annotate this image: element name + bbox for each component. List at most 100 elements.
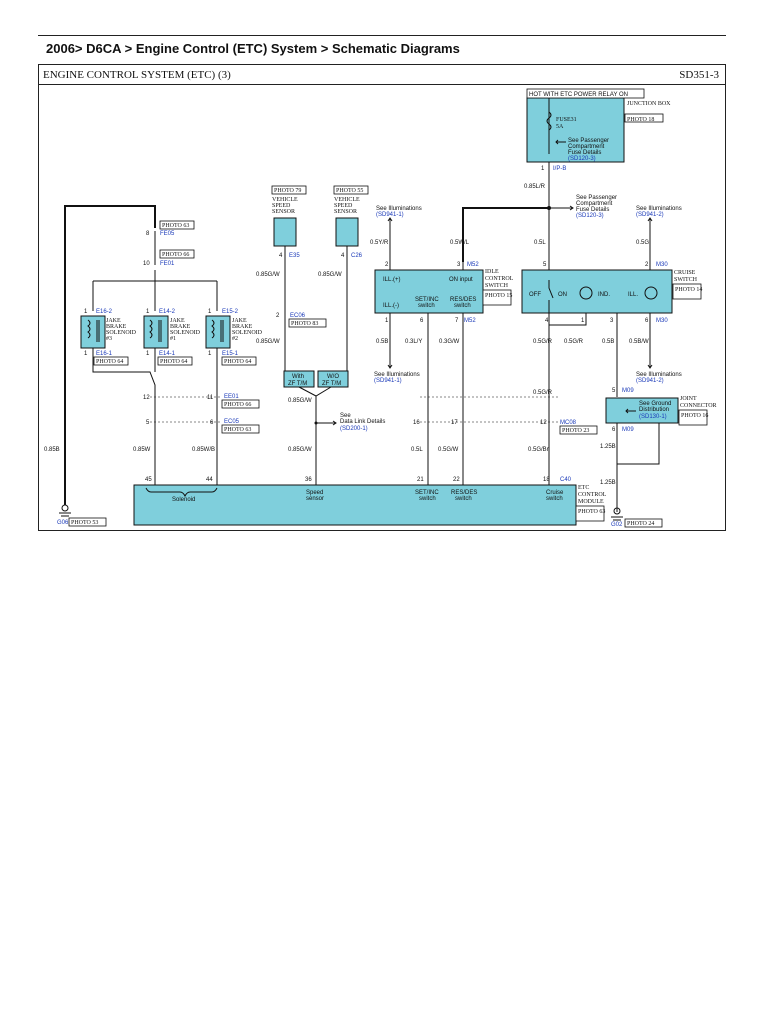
pin-label: 6 bbox=[420, 318, 424, 324]
vehicle-speed-sensor-2 bbox=[335, 217, 359, 247]
pin-label: 12 bbox=[540, 420, 547, 426]
pin-label: 4 bbox=[545, 318, 549, 324]
pin-label: 17 bbox=[451, 420, 458, 426]
conn-g06: G06 bbox=[57, 520, 69, 526]
photo-15: PHOTO 15 bbox=[485, 293, 512, 299]
pass-see-3: Fuse Details bbox=[576, 207, 609, 213]
distribution: Distribution bbox=[639, 407, 669, 413]
vss2-label-3: SENSOR bbox=[334, 209, 357, 215]
etc-control-module bbox=[133, 484, 577, 526]
idle-label-3: SWITCH bbox=[485, 283, 509, 289]
wire-05wl: 0.5W/L bbox=[450, 240, 470, 246]
vss2-label-2: SPEED bbox=[334, 203, 353, 209]
pin-label: 2 bbox=[645, 262, 649, 268]
breadcrumb[interactable]: 2006> D6CA > Engine Control (ETC) System… bbox=[46, 41, 460, 56]
wire-085gw-3: 0.85G/W bbox=[256, 339, 280, 345]
photo-79: PHOTO 79 bbox=[274, 188, 301, 194]
pin-label: 6 bbox=[210, 420, 214, 426]
hot-label: HOT WITH ETC POWER RELAY ON bbox=[529, 92, 628, 98]
with-zf-label: With bbox=[292, 374, 304, 380]
zf-tm-label-1: ZF T/M bbox=[288, 381, 307, 387]
pin-label: 3 bbox=[457, 262, 461, 268]
idle-label-1: IDLE bbox=[485, 269, 499, 275]
ground-ref: (SD130-1) bbox=[639, 414, 667, 420]
vss2-label-1: VEHICLE bbox=[334, 197, 360, 203]
module-switch-1: switch bbox=[419, 496, 436, 502]
set-inc-label: SET/INC bbox=[415, 297, 439, 303]
wire-085w: 0.85W bbox=[133, 447, 151, 453]
ground-g06 bbox=[59, 512, 71, 517]
illum-ref-4: (SD941-2) bbox=[636, 378, 664, 384]
conn-e16-1: E16-1 bbox=[96, 351, 113, 357]
idle-label-2: CONTROL bbox=[485, 276, 514, 282]
conn-i-p-b: I/P-B bbox=[553, 166, 566, 172]
joint-label-1: JOINT bbox=[680, 396, 697, 402]
conn-m09-top: M09 bbox=[622, 388, 634, 394]
pin-label: 36 bbox=[305, 477, 312, 483]
photo-24: PHOTO 24 bbox=[627, 521, 654, 527]
conn-c40: C40 bbox=[560, 477, 572, 483]
pin-label: 1 bbox=[146, 309, 150, 315]
wire-05gbr: 0.5G/Br bbox=[528, 447, 549, 453]
wire-05b: 0.5B bbox=[376, 339, 388, 345]
photo-66: PHOTO 66 bbox=[162, 252, 189, 258]
vehicle-speed-sensor-1 bbox=[273, 217, 297, 247]
pin-label: 2 bbox=[276, 313, 280, 319]
pin-label: 45 bbox=[145, 477, 152, 483]
ill-minus: ILL.(-) bbox=[383, 303, 399, 309]
wo-zf-label: W/O bbox=[327, 374, 339, 380]
pin-label: 10 bbox=[143, 261, 150, 267]
diagram-code: SD351-3 bbox=[679, 69, 719, 81]
wire-05gr-3: 0.5G/R bbox=[533, 390, 553, 396]
solenoid-2: SOLENOID bbox=[232, 330, 263, 336]
fuse-amp: 5A bbox=[556, 124, 564, 130]
conn-e14-2: E14-2 bbox=[159, 309, 176, 315]
diagram-title: ENGINE CONTROL SYSTEM (ETC) (3) bbox=[43, 69, 231, 81]
photo-16: PHOTO 16 bbox=[681, 413, 708, 419]
see-illum-2: See Illuminations bbox=[636, 206, 682, 212]
speed-label: Speed bbox=[306, 490, 323, 496]
wire-05l-2: 0.5L bbox=[411, 447, 423, 453]
pin-label: 4 bbox=[341, 253, 345, 259]
jake-1: JAKE bbox=[170, 318, 185, 324]
wire-085wb: 0.85W/B bbox=[192, 447, 215, 453]
pin-label: 2 bbox=[385, 262, 389, 268]
photo-64-b: PHOTO 64 bbox=[160, 359, 187, 365]
jake-brake-solenoid-1 bbox=[143, 315, 169, 349]
photo-14: PHOTO 14 bbox=[675, 287, 702, 293]
on-label: ON bbox=[558, 292, 567, 298]
res-des-label: RES/DES bbox=[450, 297, 476, 303]
photo-64-c: PHOTO 64 bbox=[224, 359, 251, 365]
ill-label: ILL. bbox=[628, 292, 638, 298]
etc-label-3: MODULE bbox=[578, 499, 604, 505]
pin-label: 1 bbox=[208, 351, 212, 357]
pin-label: 3 bbox=[610, 318, 614, 324]
ill-plus: ILL.(+) bbox=[383, 277, 401, 283]
pin-label: 5 bbox=[543, 262, 547, 268]
wire-085gw-2: 0.85G/W bbox=[318, 272, 342, 278]
fuse-symbol bbox=[546, 111, 552, 131]
conn-e35: E35 bbox=[289, 253, 300, 259]
photo-23: PHOTO 23 bbox=[562, 428, 589, 434]
pin-label: 44 bbox=[206, 477, 213, 483]
cruise-switch bbox=[521, 269, 673, 314]
etc-label-2: CONTROL bbox=[578, 492, 607, 498]
pin-label: 5 bbox=[612, 388, 616, 394]
wire-03ly: 0.3L/Y bbox=[405, 339, 422, 345]
pin-label: 7 bbox=[455, 318, 459, 324]
conn-m52-bottom: M52 bbox=[464, 318, 476, 324]
pin-label: 6 bbox=[645, 318, 649, 324]
conn-fe01: FE01 bbox=[160, 261, 175, 267]
jake-brake-solenoid-2 bbox=[205, 315, 231, 349]
pin-label: 1 bbox=[208, 309, 212, 315]
conn-ee01: EE01 bbox=[224, 394, 239, 400]
wire-05gr-1: 0.5G/R bbox=[533, 339, 553, 345]
wire-085gw-1: 0.85G/W bbox=[256, 272, 280, 278]
cruise-label-2: SWITCH bbox=[674, 277, 698, 283]
junction-box bbox=[526, 97, 625, 163]
see-illum-3: See Illuminations bbox=[374, 372, 420, 378]
pin-label: 12 bbox=[143, 395, 150, 401]
pin-label: 1 bbox=[541, 166, 545, 172]
pin-label: 22 bbox=[453, 477, 460, 483]
